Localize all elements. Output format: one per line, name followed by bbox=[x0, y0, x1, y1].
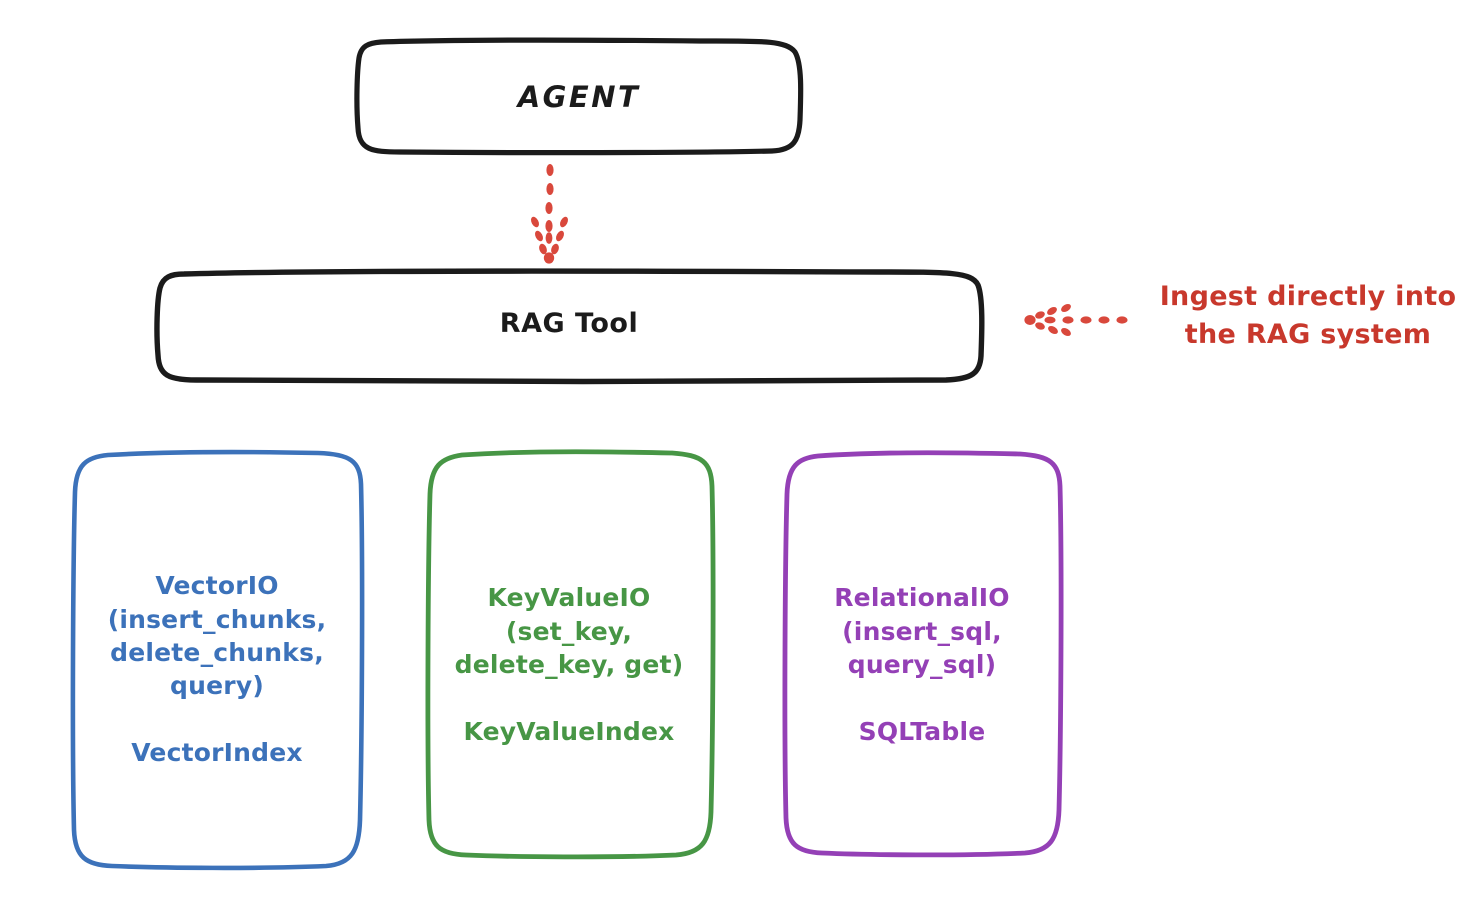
relational-io-card-text: RelationalIO (insert_sql, query_sql) SQL… bbox=[782, 548, 1062, 782]
key-value-io-index: KeyValueIndex bbox=[463, 717, 675, 746]
vector-io-index: VectorIndex bbox=[131, 738, 303, 768]
relational-io-table: SQLTable bbox=[858, 717, 986, 746]
vector-io-card[interactable] bbox=[70, 449, 365, 871]
annotation-to-rag-connector bbox=[1024, 303, 1128, 337]
agent-box[interactable] bbox=[354, 37, 804, 156]
vector-io-methods: VectorIO (insert_chunks, delete_chunks, … bbox=[107, 571, 327, 700]
agent-to-rag-connector bbox=[531, 164, 568, 264]
relational-io-methods: RelationalIO (insert_sql, query_sql) bbox=[834, 583, 1010, 679]
ingest-annotation-text: Ingest directly into the RAG system bbox=[1159, 281, 1457, 351]
key-value-io-card-text: KeyValueIO (set_key, delete_key, get) Ke… bbox=[420, 548, 718, 782]
agent-label: AGENT bbox=[517, 80, 641, 114]
key-value-io-card[interactable] bbox=[425, 449, 716, 860]
rag-tool-label: RAG Tool bbox=[499, 308, 639, 339]
relational-io-card[interactable] bbox=[782, 450, 1064, 858]
vector-io-card-text: VectorIO (insert_chunks, delete_chunks, … bbox=[72, 536, 362, 803]
key-value-io-methods: KeyValueIO (set_key, delete_key, get) bbox=[454, 583, 684, 679]
rag-tool-box[interactable] bbox=[154, 268, 985, 385]
